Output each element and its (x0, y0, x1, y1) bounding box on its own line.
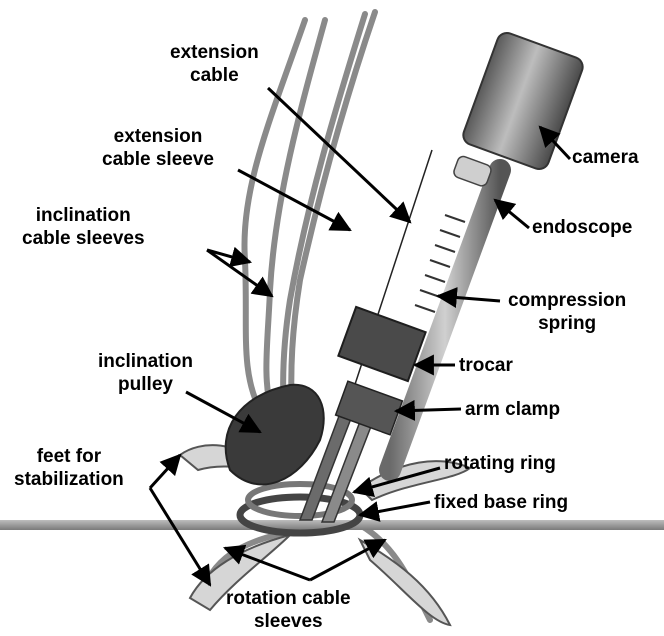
label-inclination-pulley: inclination pulley (98, 350, 193, 396)
label-rotation-cable-sleeves-line1: rotation cable (226, 587, 351, 610)
arrow-endoscope (495, 200, 529, 228)
label-rotation-cable-sleeves: rotation cable sleeves (226, 587, 351, 633)
inclination-pulley (226, 385, 324, 485)
arrow-feet-2 (150, 488, 210, 585)
label-rotating-ring: rotating ring (444, 452, 556, 475)
label-extension-cable-sleeve-line2: cable sleeve (102, 148, 214, 171)
label-rotation-cable-sleeves-line2: sleeves (226, 610, 351, 633)
label-arm-clamp: arm clamp (465, 398, 560, 421)
label-camera: camera (572, 146, 639, 169)
arrow-inclination-sleeve-2 (207, 250, 272, 296)
camera (461, 30, 586, 172)
arrow-fixed-base-ring (360, 502, 430, 515)
trocar (338, 307, 425, 381)
label-feet-line1: feet for (14, 445, 124, 468)
label-fixed-base-ring: fixed base ring (434, 491, 568, 514)
label-compression-spring-line1: compression (508, 289, 626, 312)
label-compression-spring: compression spring (508, 289, 626, 335)
arrow-extension-cable-sleeve (238, 170, 350, 230)
label-extension-cable-line1: extension (170, 41, 259, 64)
arrow-arm-clamp (396, 409, 461, 411)
foot-right-lower (360, 540, 450, 625)
label-extension-cable-line2: cable (170, 64, 259, 87)
label-extension-cable: extension cable (170, 41, 259, 87)
label-feet-line2: stabilization (14, 468, 124, 491)
label-inclination-pulley-line1: inclination (98, 350, 193, 373)
label-inclination-cable-sleeves-line1: inclination (22, 204, 145, 227)
arrow-feet-1 (150, 455, 180, 488)
label-trocar: trocar (459, 354, 513, 377)
label-endoscope: endoscope (532, 216, 632, 239)
label-inclination-cable-sleeves-line2: cable sleeves (22, 227, 145, 250)
label-compression-spring-line2: spring (508, 312, 626, 335)
label-inclination-pulley-line2: pulley (98, 373, 193, 396)
label-feet-for-stabilization: feet for stabilization (14, 445, 124, 491)
label-inclination-cable-sleeves: inclination cable sleeves (22, 204, 145, 250)
endoscope-knob (452, 155, 492, 188)
label-extension-cable-sleeve-line1: extension (102, 125, 214, 148)
label-extension-cable-sleeve: extension cable sleeve (102, 125, 214, 171)
